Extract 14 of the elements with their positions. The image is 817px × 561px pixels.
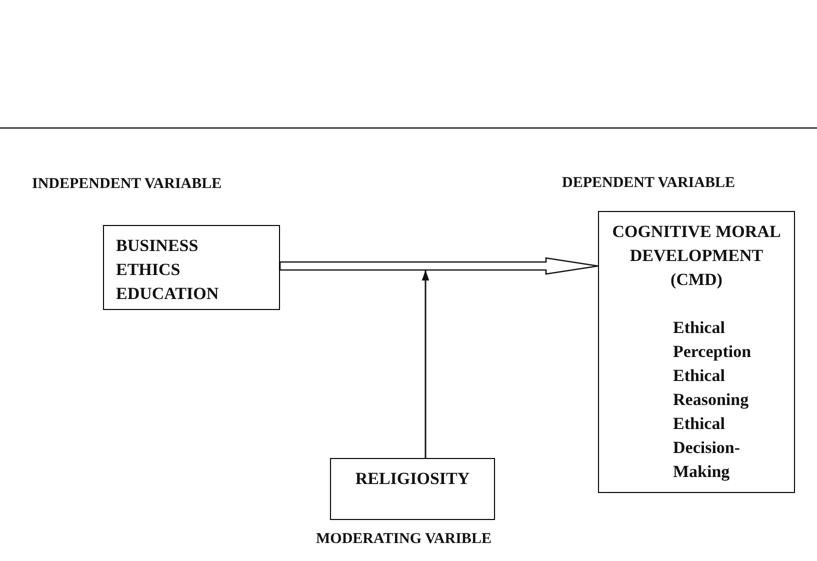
list-item: Ethical Reasoning [673,365,750,411]
box [103,225,280,310]
list-item: Ethical Decision-Making [673,413,742,483]
arrow [422,270,430,458]
box-heading: RELIGIOSITY [354,468,471,490]
variable-label: INDEPENDENT VARIABLE [32,176,222,193]
variable-label: DEPENDENT VARIABLE [562,175,735,192]
box [330,458,495,520]
list-item: Ethical Perception [673,317,752,363]
box-heading: COGNITIVE MORAL DEVELOPMENT (CMD) [611,221,782,291]
variable-label: MODERATING VARIBLE [316,531,492,548]
box [598,211,795,493]
box-heading: BUSINESS ETHICS EDUCATION [116,235,220,305]
arrow [279,257,599,275]
